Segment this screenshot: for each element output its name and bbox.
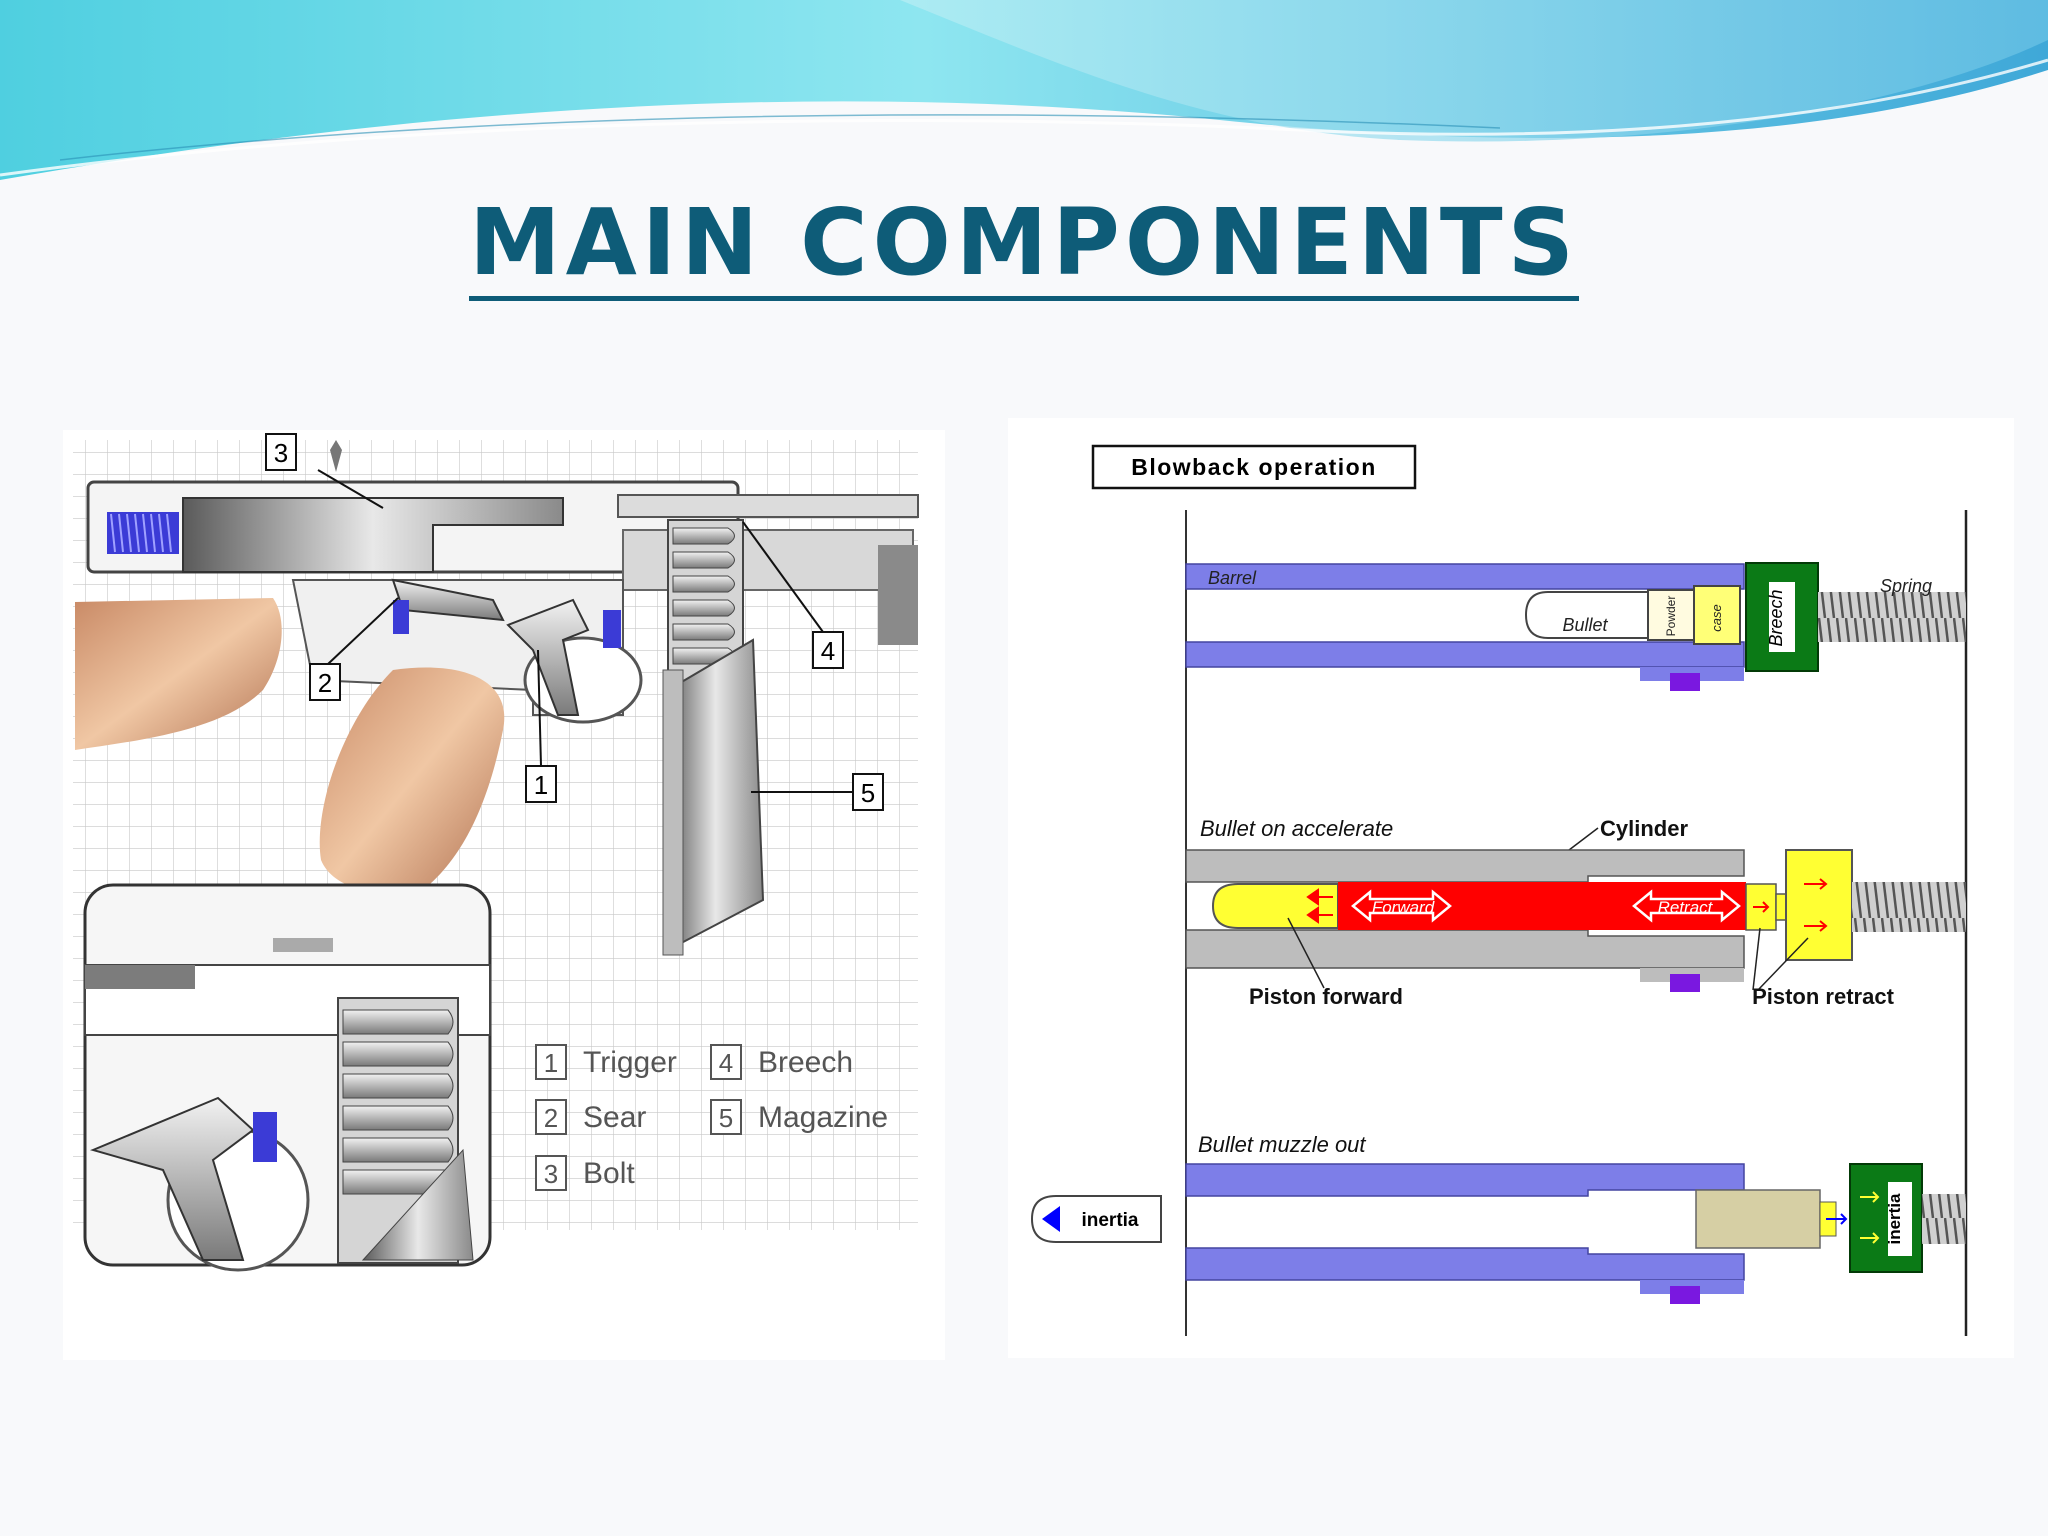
- blowback-heading-text: Blowback operation: [1131, 454, 1377, 480]
- label-spring: Spring: [1880, 576, 1932, 596]
- legend-label: Magazine: [758, 1101, 888, 1134]
- label-powder: Powder: [1664, 596, 1678, 637]
- retract-arrow: [1632, 889, 1741, 923]
- stage-2-caption: Bullet on accelerate: [1200, 816, 1393, 841]
- recoil-spring: [1852, 882, 1966, 932]
- label-bullet: Bullet: [1562, 615, 1608, 635]
- barrel-lower: [1185, 641, 1745, 668]
- drum-side: [662, 669, 684, 956]
- callout-2: 2: [309, 597, 399, 701]
- callout-1: 1: [525, 649, 557, 803]
- callout-5: 5: [751, 773, 884, 811]
- pistol-grip: [319, 667, 505, 894]
- bolt: [182, 497, 564, 573]
- header-wave-decoration: [0, 0, 2048, 180]
- blowback-diagram: Blowback operation Barrel Bullet Powder …: [1008, 418, 2014, 1358]
- legend-item-sear: 2 Sear: [535, 1099, 646, 1135]
- legend-num: 3: [544, 1159, 558, 1189]
- label-retract: Retract: [1658, 898, 1714, 917]
- barrel-lower: [1185, 1247, 1745, 1281]
- callout-4: 4: [742, 521, 844, 669]
- legend-num: 4: [719, 1048, 733, 1078]
- label-piston-forward: Piston forward: [1249, 984, 1403, 1009]
- stage-3-caption: Bullet muzzle out: [1198, 1132, 1366, 1157]
- sear-spring: [393, 600, 409, 634]
- barrel-top: [617, 494, 919, 518]
- callout-5-num: 5: [861, 778, 875, 808]
- blowback-svg: Blowback operation Barrel Bullet Powder …: [1030, 444, 1968, 1336]
- legend-label: Sear: [583, 1101, 646, 1134]
- stage-3-muzzle-out: Bullet muzzle out inertia inertia: [1030, 1132, 1966, 1304]
- legend-num: 1: [544, 1048, 558, 1078]
- barrel-shroud: [622, 529, 914, 591]
- stage-1-loaded: Barrel Bullet Powder case Breech Spring: [1185, 562, 1966, 691]
- ejector-block: [1670, 673, 1700, 691]
- label-inertia-left: inertia: [1081, 1210, 1138, 1231]
- ejector-block: [1670, 974, 1700, 992]
- callout-2-num: 2: [318, 668, 332, 698]
- callout-3: 3: [265, 433, 384, 509]
- legend-num: 5: [719, 1103, 733, 1133]
- trigger-spring: [603, 610, 621, 648]
- label-breech: Breech: [1766, 589, 1786, 646]
- ejected-bullet: inertia: [1030, 1195, 1162, 1243]
- page-title: MAIN COMPONENTS: [0, 189, 2048, 301]
- bullet: [1524, 591, 1649, 639]
- label-cylinder: Cylinder: [1600, 816, 1688, 841]
- recoil-spring: [1818, 592, 1966, 642]
- trigger: [506, 598, 590, 716]
- label-barrel: Barrel: [1208, 568, 1257, 588]
- forward-arrow: [1351, 889, 1452, 923]
- piston-retract-block: [1785, 849, 1853, 961]
- piston-forward-head: [1211, 883, 1339, 929]
- breech-block: [1745, 562, 1819, 672]
- cartridge-case: [1693, 585, 1741, 645]
- spring-coils: [110, 513, 172, 553]
- callout-3-num: 3: [274, 438, 288, 468]
- callout-4-num: 4: [821, 636, 835, 666]
- legend-label: Bolt: [583, 1157, 635, 1190]
- recoil-spring: [1922, 1194, 1966, 1244]
- label-forward: Forward: [1372, 898, 1435, 917]
- stage-2-accelerate: Bullet on accelerate Cylinder Forward Re…: [1185, 816, 1966, 1009]
- blowback-heading: Blowback operation: [1091, 444, 1417, 490]
- legend-item-breech: 4 Breech: [710, 1044, 853, 1080]
- inset-detail: [83, 883, 492, 1272]
- page-title-text: MAIN COMPONENTS: [469, 189, 1579, 301]
- label-inertia-right: inertia: [1885, 1193, 1904, 1245]
- gun-cutaway-diagram: 1 2 3 4 5: [63, 430, 945, 1360]
- component-legend: 1 Trigger 2 Sear 3 Bolt 4 Breech: [535, 1044, 888, 1191]
- magazine-cartridges: [667, 519, 744, 691]
- barrel-upper: [1185, 563, 1745, 590]
- callout-1-num: 1: [534, 770, 548, 800]
- barrel-front: [878, 545, 918, 645]
- cylinder-upper: [1185, 849, 1745, 883]
- legend-num: 2: [544, 1103, 558, 1133]
- legend-item-magazine: 5 Magazine: [710, 1099, 888, 1135]
- cylinder-lower: [1185, 929, 1745, 969]
- legend-label: Breech: [758, 1046, 853, 1079]
- legend-item-bolt: 3 Bolt: [535, 1155, 635, 1191]
- stock: [75, 598, 282, 750]
- label-case: case: [1709, 604, 1724, 631]
- ejector-block: [1670, 1286, 1700, 1304]
- barrel-upper: [1185, 1163, 1745, 1197]
- gun-cutaway-svg: 1 2 3 4 5: [73, 433, 919, 1272]
- bolt-retracted: [1695, 1189, 1821, 1249]
- legend-item-trigger: 1 Trigger: [535, 1044, 677, 1080]
- label-piston-retract: Piston retract: [1752, 984, 1894, 1009]
- legend-label: Trigger: [583, 1046, 677, 1079]
